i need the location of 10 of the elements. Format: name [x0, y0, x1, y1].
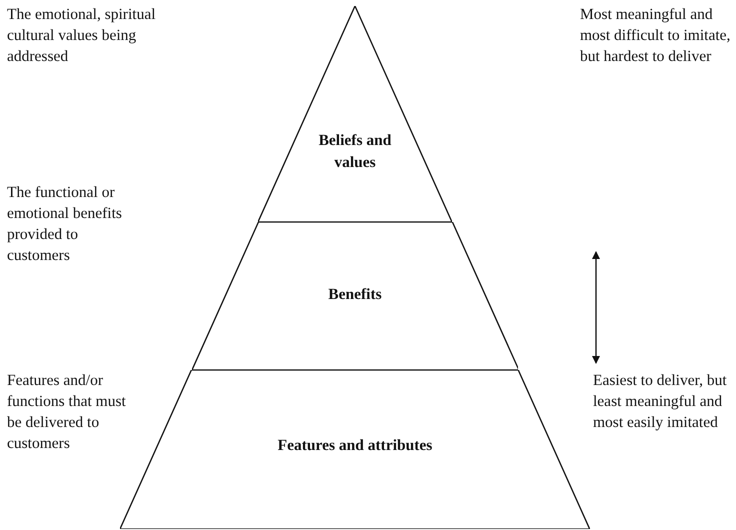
pyramid-tier: [192, 222, 518, 370]
tier-label: Features and attributes: [276, 436, 434, 456]
side-note: The emotional, spiritual cultural values being addressed: [7, 5, 157, 67]
pyramid-tier-triangle: [258, 6, 452, 222]
side-note: Easiest to deliver, but least meaningful and most easily imitated: [593, 371, 728, 433]
side-note: Most meaningful and most difficult to imitate, but hardest to deliver: [580, 5, 732, 67]
side-note: Features and/or functions that must be delivered to customers: [7, 371, 127, 454]
tier-label: Beliefs and values: [318, 131, 392, 173]
tier-label: Benefits: [327, 285, 383, 305]
side-note: The functional or emotional benefits provided to customers: [7, 183, 123, 266]
